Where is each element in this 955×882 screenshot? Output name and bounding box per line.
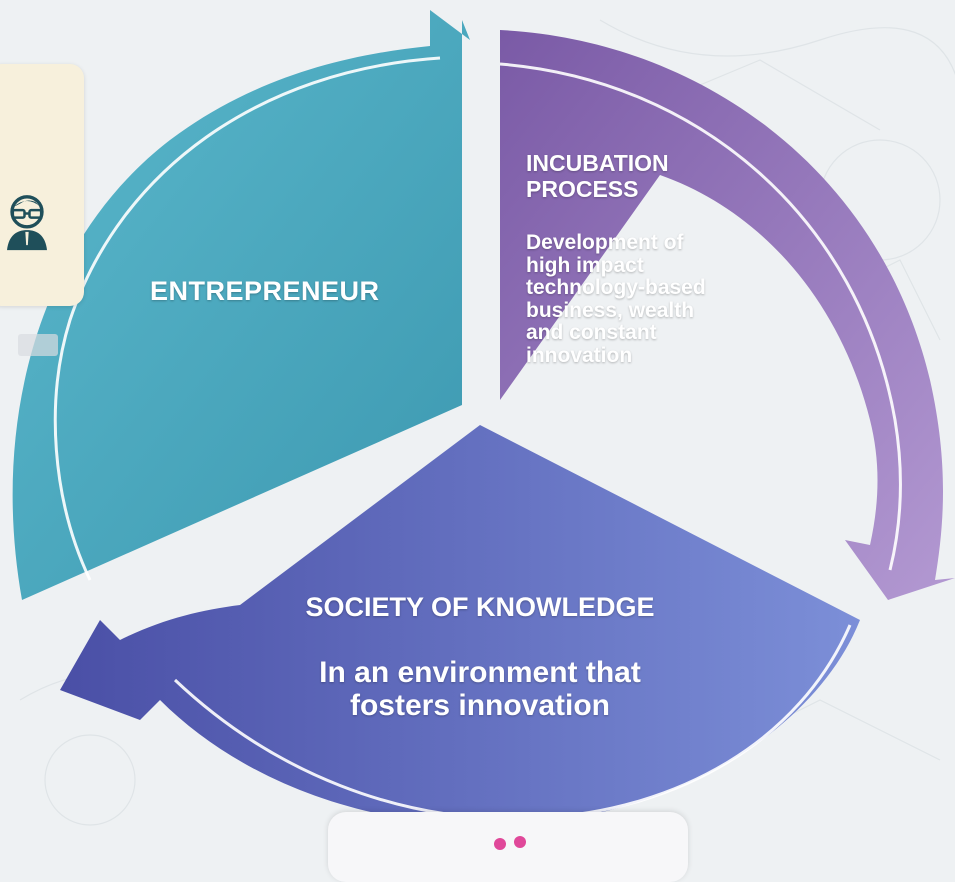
incubation-title-line: PROCESS bbox=[526, 176, 639, 202]
society-desc-line: In an environment that bbox=[319, 656, 641, 689]
incubation-title-line: INCUBATION bbox=[526, 150, 669, 176]
user-with-glasses-icon[interactable] bbox=[2, 190, 52, 262]
incubation-desc-line: Development of bbox=[526, 231, 684, 254]
incubation-desc-line: innovation bbox=[526, 343, 633, 367]
entrepreneur-segment bbox=[12, 10, 471, 600]
society-title: SOCIETY OF KNOWLEDGE bbox=[305, 592, 655, 622]
bottom-panel-card[interactable] bbox=[328, 812, 688, 882]
incubation-desc-line: technology-based bbox=[526, 276, 706, 299]
incubation-segment bbox=[499, 30, 955, 600]
society-description: In an environment that fosters innovatio… bbox=[170, 656, 790, 722]
side-panel-card[interactable] bbox=[0, 64, 84, 306]
incubation-desc-line: business, wealth bbox=[526, 298, 695, 322]
entrepreneur-title: ENTREPRENEUR bbox=[150, 276, 380, 306]
side-tab bbox=[18, 334, 58, 356]
incubation-description: Development of high impact technology-ba… bbox=[526, 231, 806, 367]
cycle-diagram bbox=[12, 10, 955, 826]
pink-dots-icon bbox=[494, 836, 526, 850]
society-desc-line: fosters innovation bbox=[349, 689, 611, 722]
incubation-desc-line: and constant bbox=[526, 321, 657, 344]
incubation-title: INCUBATION PROCESS bbox=[526, 150, 786, 202]
incubation-desc-line: high impact bbox=[526, 253, 644, 277]
